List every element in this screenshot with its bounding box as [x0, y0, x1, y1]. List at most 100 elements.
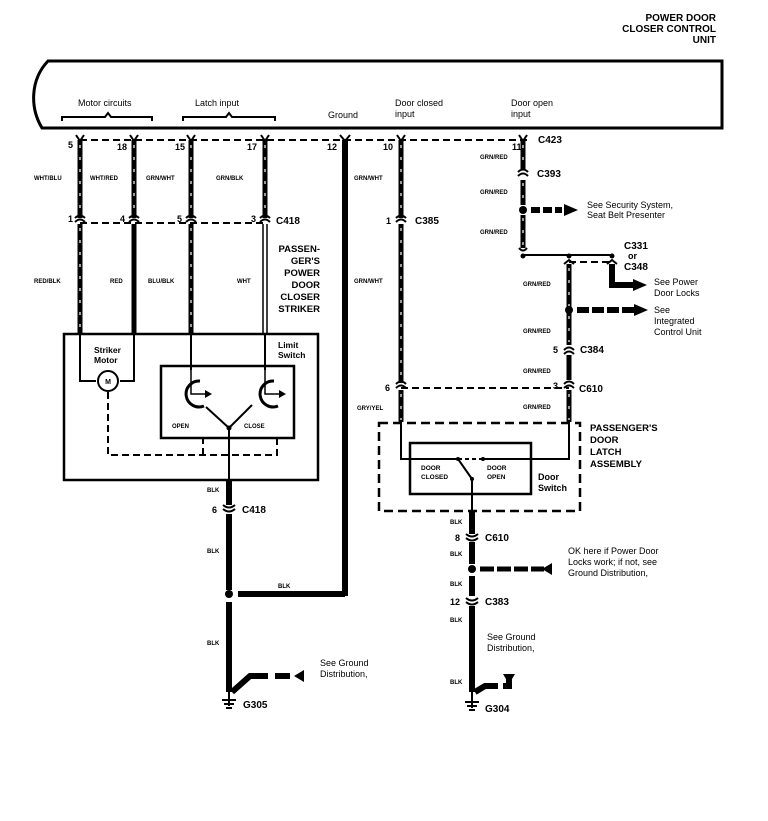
c610-pin-3: 3	[553, 381, 558, 391]
svg-text:Integrated: Integrated	[654, 316, 695, 326]
svg-text:Locks work; if not, see: Locks work; if not, see	[568, 557, 657, 567]
right-ground-ref-text: See Ground	[487, 632, 536, 642]
icu-splice	[565, 306, 573, 314]
striker-motor-label: Striker	[94, 345, 122, 355]
wire-label-blk-5: BLK	[450, 552, 463, 558]
title-line-2: CLOSER CONTROL	[622, 24, 716, 35]
label-motor-circuits: Motor circuits	[78, 98, 132, 108]
svg-text:Ground Distribution,: Ground Distribution,	[568, 568, 648, 578]
g304-label: G304	[485, 704, 510, 715]
pin-18: 18	[117, 142, 127, 152]
door-switch-contact	[457, 458, 473, 480]
upper-wires	[77, 140, 526, 596]
svg-text:or: or	[628, 251, 637, 261]
title-line-3: UNIT	[693, 35, 716, 46]
unit-title: POWER DOOR CLOSER CONTROL UNIT	[622, 13, 717, 46]
c383-pin: 12	[450, 597, 460, 607]
label-ground: Ground	[328, 110, 358, 120]
title-line-1: POWER DOOR	[645, 13, 716, 24]
c423-terminals	[75, 134, 528, 143]
c610-pin-8: 8	[455, 533, 460, 543]
c385-connector	[395, 214, 407, 223]
svg-text:PASSENGER'S: PASSENGER'S	[590, 423, 658, 434]
wire-label-grn-wht-3: GRN/WHT	[354, 279, 383, 285]
svg-text:STRIKER: STRIKER	[278, 304, 320, 315]
latch-assembly-title: PASSENGER'S DOOR LATCH ASSEMBLY	[590, 423, 658, 470]
c385-pin: 1	[386, 216, 391, 226]
c348-label: C348	[624, 262, 648, 273]
wire-label-blk-6: BLK	[450, 582, 463, 588]
wire-label-grn-red-4: GRN/RED	[523, 282, 551, 288]
power-locks-ref-text: See Power	[654, 277, 698, 287]
pin-10: 10	[383, 142, 393, 152]
ground-g304-icon	[465, 692, 479, 711]
c610-pin-6: 6	[385, 383, 390, 393]
svg-text:Door Locks: Door Locks	[654, 288, 700, 298]
c383-label: C383	[485, 597, 509, 608]
pin-5: 5	[68, 140, 73, 150]
label-door-open: Door open	[511, 98, 553, 108]
brace-latch-input	[182, 111, 276, 121]
ground-splice	[225, 590, 233, 598]
security-ref-text: See Security System,	[587, 200, 673, 210]
svg-text:input: input	[395, 109, 415, 119]
wire-label-grn-red-3: GRN/RED	[480, 230, 508, 236]
open-switch-icon	[184, 370, 212, 409]
wire-label-gry-yel: GRY/YEL	[357, 406, 383, 412]
svg-text:PASSEN-: PASSEN-	[278, 244, 320, 255]
svg-text:Distribution,: Distribution,	[320, 669, 368, 679]
wire-label-wht: WHT	[237, 279, 251, 285]
svg-text:DOOR: DOOR	[292, 280, 321, 291]
ground-g305-icon	[222, 692, 236, 709]
svg-text:Motor: Motor	[94, 355, 118, 365]
c418-bottom-label: C418	[242, 505, 266, 516]
icu-ref-arrow	[634, 304, 648, 316]
svg-text:DOOR: DOOR	[590, 435, 619, 446]
motor-icon	[97, 370, 119, 392]
door-switch-label: Door	[538, 472, 559, 482]
svg-text:Distribution,: Distribution,	[487, 643, 535, 653]
open-label: OPEN	[172, 424, 189, 430]
security-ref-arrow	[564, 204, 578, 216]
close-label: CLOSE	[244, 424, 265, 430]
wire-label-blk-3: BLK	[207, 641, 220, 647]
limit-switch-label: Limit	[278, 340, 298, 350]
c418-pin-5: 5	[177, 214, 182, 224]
wire-label-blu-blk: BLU/BLK	[148, 279, 175, 285]
security-splice	[519, 206, 527, 214]
wire-label-red-blk: RED/BLK	[34, 279, 61, 285]
c384-pin: 5	[553, 345, 558, 355]
limit-switch-box	[159, 364, 296, 440]
c393-connector	[517, 168, 529, 177]
striker-title: PASSEN- GER'S POWER DOOR CLOSER STRIKER	[278, 244, 320, 315]
control-unit-box	[32, 59, 724, 130]
svg-text:Control Unit: Control Unit	[654, 327, 702, 337]
brace-motor-circuits	[61, 111, 153, 121]
wire-label-grn-red-6: GRN/RED	[523, 369, 551, 375]
right-ground-ref-arrow	[503, 674, 515, 684]
c393-label: C393	[537, 169, 561, 180]
wire-label-blk-1: BLK	[207, 488, 220, 494]
latch-assembly-box	[377, 421, 582, 513]
wire-label-grn-red-2: GRN/RED	[480, 190, 508, 196]
c384-label: C384	[580, 345, 604, 356]
c418-terminals	[74, 214, 271, 223]
c610-bottom-label: C610	[485, 533, 509, 544]
svg-text:CLOSER: CLOSER	[280, 292, 320, 303]
svg-text:POWER: POWER	[284, 268, 320, 279]
pin-12: 12	[327, 142, 337, 152]
svg-text:Seat Belt Presenter: Seat Belt Presenter	[587, 210, 665, 220]
door-switch-box	[408, 441, 533, 496]
svg-text:ASSEMBLY: ASSEMBLY	[590, 459, 643, 470]
wire-label-blk-2: BLK	[207, 549, 220, 555]
door-closed-label: DOOR	[421, 465, 441, 472]
wire-label-blk-7: BLK	[450, 618, 463, 624]
label-door-closed: Door closed	[395, 98, 443, 108]
pin-11: 11	[512, 142, 522, 152]
right-ground-splice	[468, 565, 476, 573]
c423-label: C423	[538, 135, 562, 146]
door-open-label: DOOR	[487, 465, 507, 472]
c418-pin-1: 1	[68, 214, 73, 224]
c610-terminals	[395, 380, 575, 389]
